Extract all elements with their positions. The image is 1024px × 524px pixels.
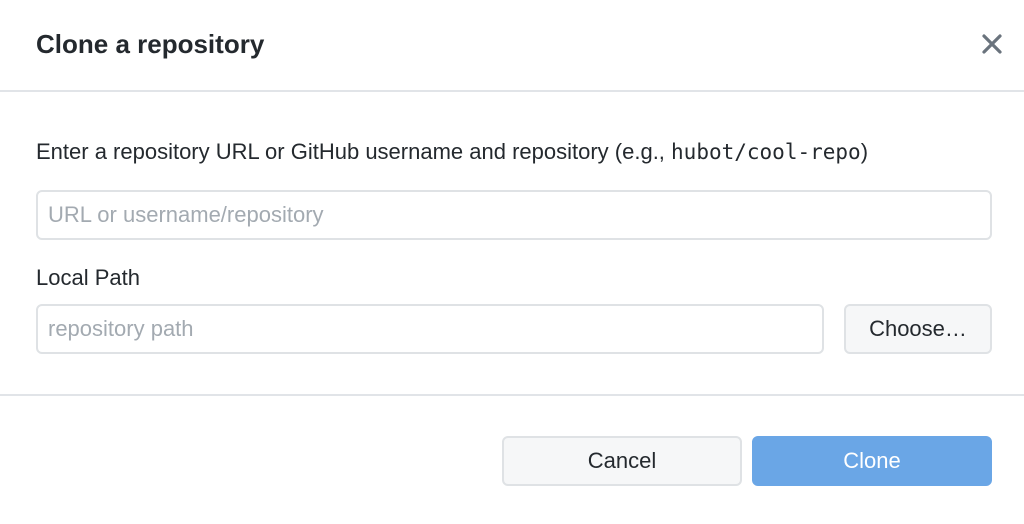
local-path-input[interactable] bbox=[36, 304, 824, 354]
instructions-text: Enter a repository URL or GitHub usernam… bbox=[36, 136, 868, 168]
close-button[interactable] bbox=[976, 28, 1008, 60]
cancel-button[interactable]: Cancel bbox=[502, 436, 742, 486]
repository-url-input[interactable] bbox=[36, 190, 992, 240]
dialog-title: Clone a repository bbox=[36, 29, 265, 59]
dialog-header: Clone a repository bbox=[0, 0, 1024, 92]
local-path-label: Local Path bbox=[36, 265, 140, 290]
dialog-footer: Cancel Clone bbox=[0, 394, 1024, 524]
dialog-content: Enter a repository URL or GitHub usernam… bbox=[0, 92, 1024, 394]
choose-button[interactable]: Choose… bbox=[844, 304, 992, 354]
close-icon bbox=[982, 34, 1002, 54]
clone-button[interactable]: Clone bbox=[752, 436, 992, 486]
instructions-example: hubot/cool-repo bbox=[671, 140, 861, 164]
instructions-prefix: Enter a repository URL or GitHub usernam… bbox=[36, 139, 672, 164]
instructions-suffix: ) bbox=[860, 139, 869, 164]
